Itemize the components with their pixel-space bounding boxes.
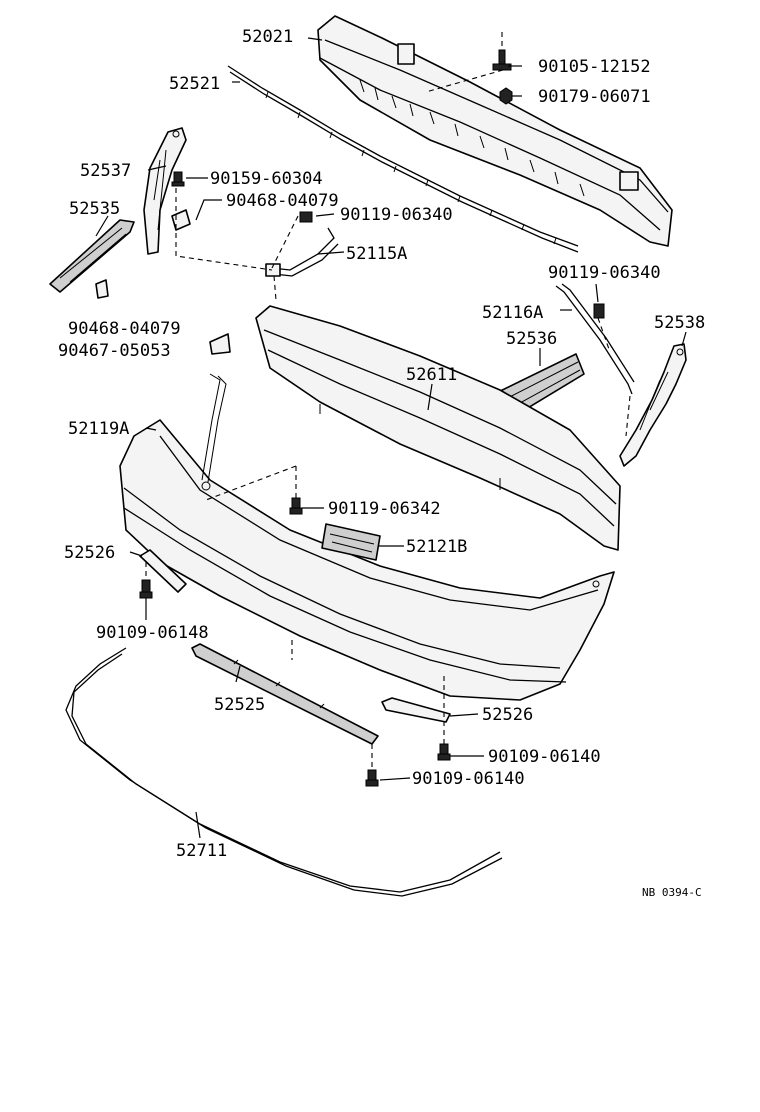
upper-seal-part <box>227 65 579 253</box>
stay-right-part <box>555 283 635 395</box>
screw-right-a-icon <box>593 303 605 319</box>
upper-reinforcement-part <box>317 15 673 247</box>
label-screw-mid-a: 90119-06340 <box>340 205 453 225</box>
bolt-right-low-icon <box>437 743 451 761</box>
lower-bracket-left-2-part <box>139 549 187 593</box>
label-bumper-cover: 52119A <box>68 419 129 439</box>
lower-retainer-part <box>191 643 379 745</box>
label-upper-reinforcement: 52021 <box>242 27 293 47</box>
label-screw-right-a: 90119-06340 <box>548 263 661 283</box>
bumper-cover-part <box>119 373 615 701</box>
lower-bracket-left-part <box>49 219 135 293</box>
side-support-left-part <box>143 127 187 255</box>
label-license-bracket: 52121B <box>406 537 467 557</box>
leader-lines <box>95 37 687 839</box>
absorber-part <box>255 305 621 551</box>
label-lower-retainer: 52525 <box>214 695 265 715</box>
label-lower-molding: 52711 <box>176 841 227 861</box>
label-clip-left-c: 90467-05053 <box>58 341 171 361</box>
clip-left-a-part <box>171 209 191 231</box>
label-bolt-top: 90105-12152 <box>538 57 651 77</box>
label-clip-left-b: 90468-04079 <box>68 319 181 339</box>
stay-left-part <box>265 227 339 277</box>
label-screw-left-a: 90159-60304 <box>210 169 323 189</box>
label-nut-top: 90179-06071 <box>538 87 651 107</box>
label-upper-seal: 52521 <box>169 74 220 94</box>
screw-center-icon <box>289 497 303 515</box>
label-retainer-right: 52536 <box>506 329 557 349</box>
license-bracket-part <box>321 523 381 561</box>
lower-molding-part <box>65 647 503 897</box>
label-lower-bracket-left: 52535 <box>69 199 120 219</box>
bolt-center-low-icon <box>365 769 379 787</box>
label-clip-left-a: 90468-04079 <box>226 191 339 211</box>
label-stay-right: 52116A <box>482 303 543 323</box>
screw-mid-a-icon <box>299 211 313 223</box>
label-side-support-left: 52537 <box>80 161 131 181</box>
label-bolt-center-low: 90109-06140 <box>412 769 525 789</box>
label-bolt-right-low: 90109-06140 <box>488 747 601 767</box>
label-stay-left: 52115A <box>346 244 407 264</box>
nut-top-icon <box>499 87 513 105</box>
drawing-code: NB 0394-C <box>642 886 702 899</box>
side-support-right-part <box>619 343 687 467</box>
screw-left-a-icon <box>171 171 185 187</box>
lower-bracket-right-part <box>381 697 451 723</box>
label-screw-center: 90119-06342 <box>328 499 441 519</box>
label-lower-bracket-right: 52526 <box>482 705 533 725</box>
label-side-support-right: 52538 <box>654 313 705 333</box>
clip-left-c-part <box>209 333 231 355</box>
assembly-guide-lines <box>145 32 631 770</box>
label-bolt-left-low: 90109-06148 <box>96 623 209 643</box>
clip-left-b-part <box>95 279 109 299</box>
label-lower-bracket-left-2: 52526 <box>64 543 115 563</box>
bolt-top-icon <box>492 49 512 71</box>
label-absorber: 52611 <box>406 365 457 385</box>
bolt-left-low-icon <box>139 579 153 599</box>
